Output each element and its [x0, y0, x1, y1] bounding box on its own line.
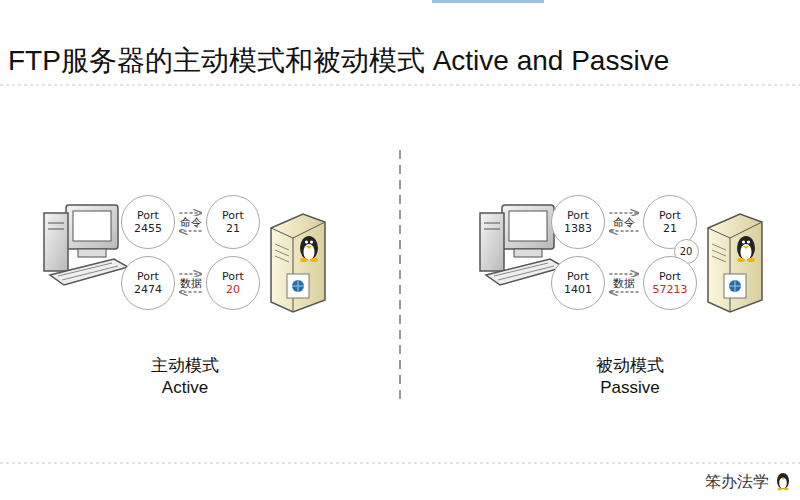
port-circle: Port57213	[643, 256, 697, 310]
dashed-arrow	[609, 230, 638, 231]
title: FTP服务器的主动模式和被动模式 Active and Passive	[8, 44, 669, 78]
port-label: Port	[137, 270, 159, 283]
edge-label: 数据	[178, 277, 204, 290]
watermark: 笨办法学	[705, 472, 769, 492]
port-number: 20	[680, 245, 693, 258]
port-label: Port	[137, 209, 159, 222]
edge-label: 命令	[178, 216, 204, 229]
dashed-arrow	[179, 273, 201, 274]
edge-label: 命令	[611, 216, 637, 229]
dashed-arrow	[609, 212, 638, 213]
port-number: 1383	[564, 222, 592, 235]
dashed-arrow	[179, 291, 201, 292]
port-label: Port	[659, 270, 681, 283]
port-number: 1401	[564, 283, 592, 296]
port-label: Port	[567, 209, 589, 222]
mode-caption: 主动模式	[151, 355, 219, 376]
port-label: Port	[222, 270, 244, 283]
port-number: 21	[226, 222, 240, 235]
port-number: 57213	[653, 283, 688, 296]
port-circle: Port21	[206, 195, 260, 249]
port-circle: Port2455	[121, 195, 175, 249]
port-number: 2474	[134, 283, 162, 296]
port-number: 2455	[134, 222, 162, 235]
dashed-arrow	[179, 212, 201, 213]
port-circle: Port1401	[551, 256, 605, 310]
port-circle: Port1383	[551, 195, 605, 249]
mode-caption: Active	[162, 377, 208, 398]
port-circle: Port20	[206, 256, 260, 310]
port-circle: Port2474	[121, 256, 175, 310]
port-number: 20	[226, 283, 240, 296]
mode-caption: Passive	[600, 377, 660, 398]
mode-caption: 被动模式	[596, 355, 664, 376]
port-number: 21	[663, 222, 677, 235]
dashed-arrow	[609, 273, 638, 274]
port-label: Port	[222, 209, 244, 222]
port-label: Port	[567, 270, 589, 283]
port-label: Port	[659, 209, 681, 222]
edge-label: 数据	[611, 277, 637, 290]
dashed-arrow	[609, 291, 638, 292]
dashed-arrow	[179, 230, 201, 231]
